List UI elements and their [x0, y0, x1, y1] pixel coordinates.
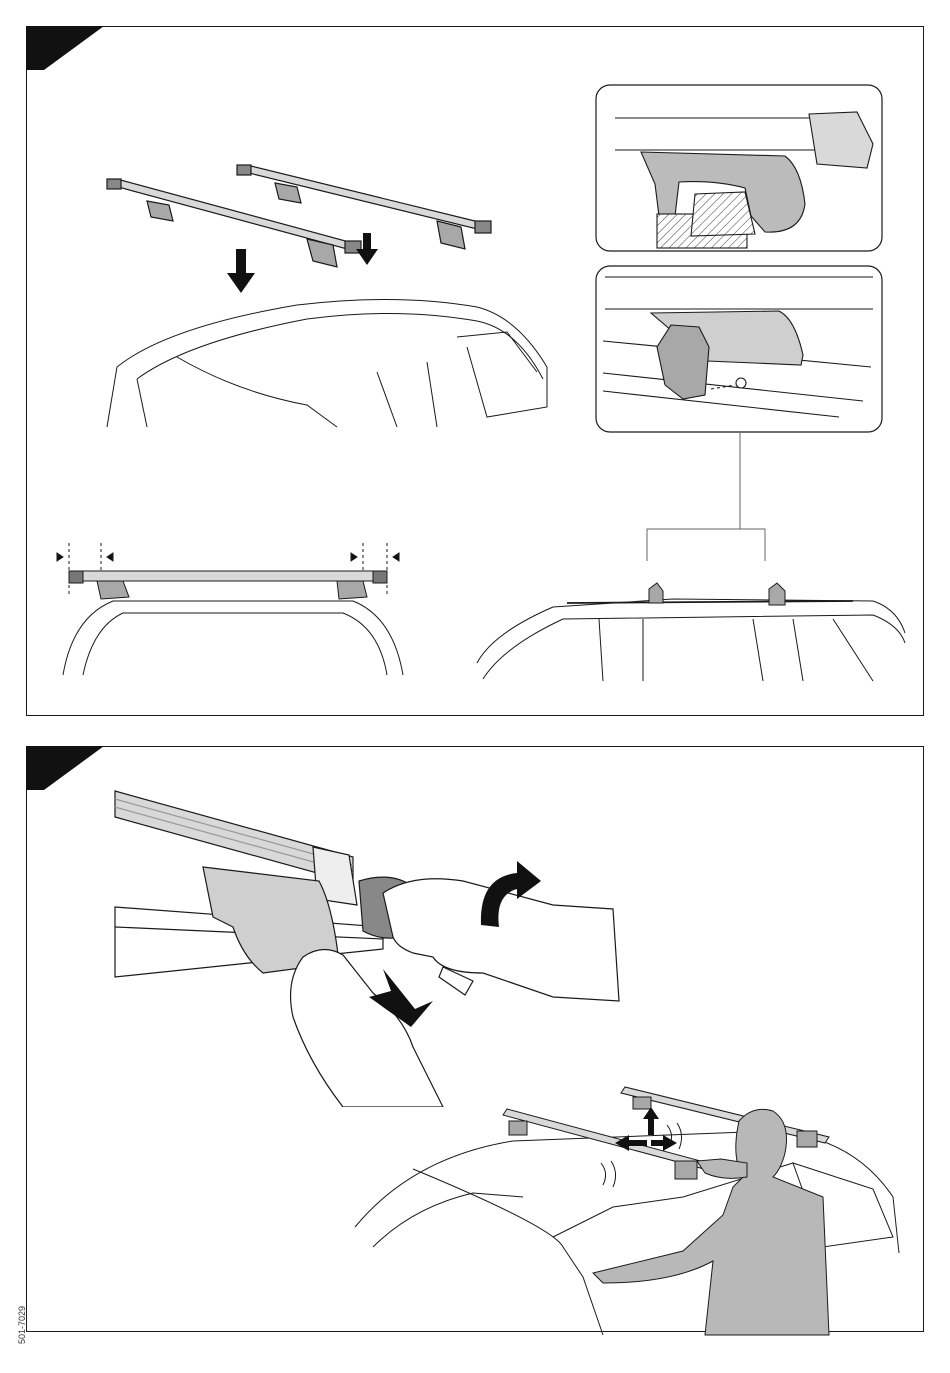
check-stability-figure [353, 1077, 921, 1337]
foot-detail-rail-figure [595, 265, 883, 433]
bar-overhang-front-view-figure [53, 537, 423, 677]
down-arrow-icon [227, 249, 255, 293]
step-panel-2 [26, 746, 924, 1332]
document-number: 501-7029 [2, 1290, 42, 1360]
foot-position-side-view-figure [473, 553, 913, 683]
step-corner-marker-1 [26, 26, 106, 72]
bars-lowered-onto-roof-figure [77, 157, 577, 437]
move-arrows-icon [615, 1107, 677, 1151]
roof-bar-front [107, 179, 361, 267]
tighten-knob-closeup-figure [113, 777, 633, 1107]
foot-detail-clamp-figure [595, 84, 883, 252]
document-number-text: 501-7029 [17, 1306, 27, 1344]
step-corner-marker-2 [26, 746, 106, 792]
car-roof-outline [107, 299, 547, 427]
down-arrow-icon [356, 233, 378, 265]
step-panel-1 [26, 26, 924, 716]
